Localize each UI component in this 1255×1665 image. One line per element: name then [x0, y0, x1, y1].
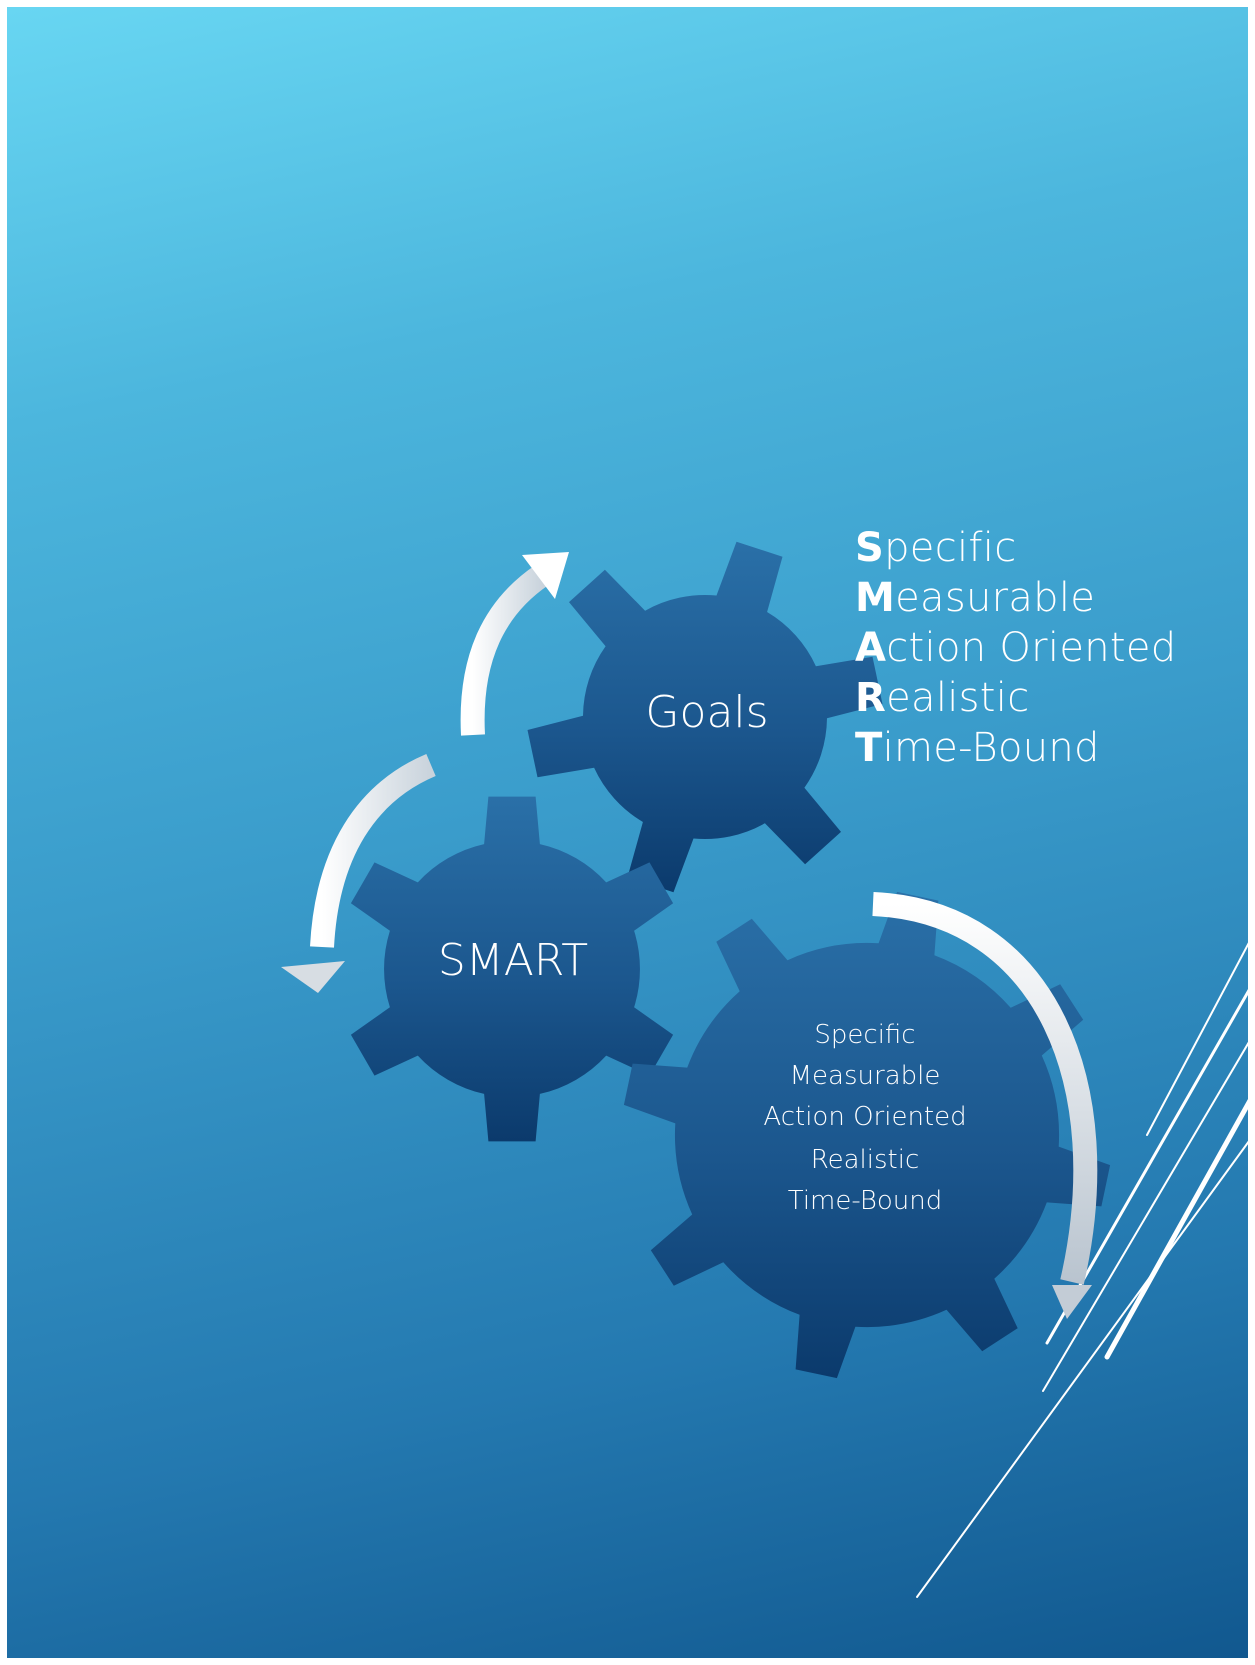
gear-goals-label: Goals — [645, 687, 768, 738]
gear-smart: SMART — [350, 796, 674, 1142]
acronym-letter: S — [855, 525, 885, 571]
acronym-item-action-oriented: Action Oriented — [855, 623, 1176, 673]
acronym-word-rest: pecific — [884, 525, 1017, 571]
acronym-word-rest: ime-Bound — [882, 725, 1100, 771]
gear-smart-shape — [350, 796, 674, 1142]
acronym-letter: A — [855, 625, 887, 671]
gear-criteria-line-5: Time-Bound — [788, 1186, 942, 1216]
acronym-item-realistic: Realistic — [855, 673, 1176, 723]
slide: Goals SMART Specific Measurable Action O… — [7, 7, 1248, 1658]
acronym-item-measurable: Measurable — [855, 573, 1176, 623]
smart-goals-diagram: Goals SMART Specific Measurable Action O… — [281, 541, 1248, 1598]
acronym-letter: T — [855, 725, 883, 771]
gear-smart-label: SMART — [438, 935, 588, 986]
gear-criteria-line-1: Specific — [814, 1020, 915, 1050]
acronym-letter: M — [855, 575, 896, 621]
curved-arrows — [281, 552, 1098, 1319]
gear-criteria-shape — [623, 891, 1111, 1379]
acronym-word-rest: ction Oriented — [886, 625, 1177, 671]
arrow-to-criteria — [872, 892, 1098, 1319]
gear-criteria: Specific Measurable Action Oriented Real… — [623, 891, 1111, 1379]
acronym-item-specific: Specific — [855, 523, 1176, 573]
smart-acronym-list: Specific Measurable Action Oriented Real… — [855, 523, 1176, 773]
acronym-word-rest: easurable — [895, 575, 1096, 621]
arrow-to-smart — [281, 753, 436, 993]
acronym-word-rest: ealistic — [886, 675, 1030, 721]
acronym-letter: R — [855, 675, 887, 721]
acronym-item-time-bound: Time-Bound — [855, 723, 1176, 773]
gear-criteria-line-3: Action Oriented — [763, 1102, 966, 1132]
gear-criteria-line-2: Measurable — [790, 1061, 941, 1091]
arrow-to-goals — [460, 552, 569, 736]
gear-goals-shape — [527, 541, 883, 893]
gear-criteria-line-4: Realistic — [811, 1145, 920, 1175]
gear-goals: Goals — [527, 541, 883, 893]
